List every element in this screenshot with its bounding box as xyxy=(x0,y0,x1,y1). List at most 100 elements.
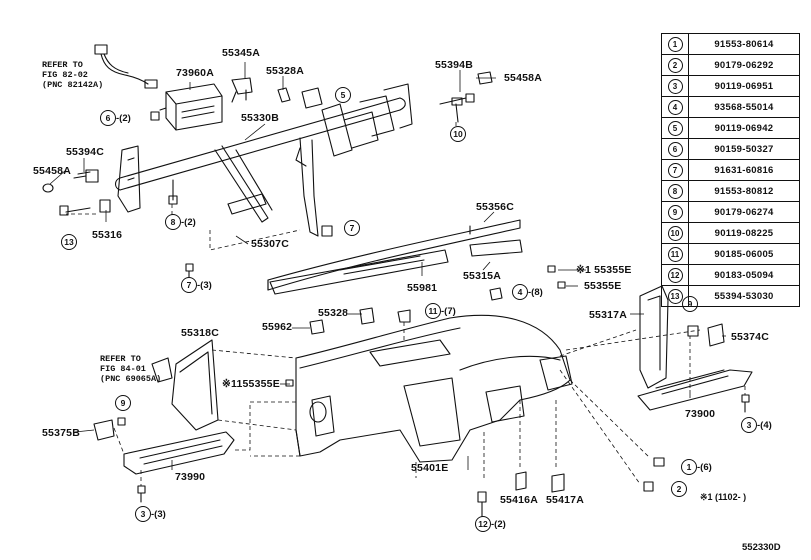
table-row[interactable]: 6 90159-50327 xyxy=(661,138,800,160)
part-label-55458A[interactable]: 55458A xyxy=(33,165,71,177)
index-cell: 13 xyxy=(661,285,689,307)
part-label-55401E[interactable]: 55401E xyxy=(411,462,449,474)
part-label-55328A[interactable]: 55328A xyxy=(266,65,304,77)
callout-12[interactable]: 12-(2) xyxy=(475,516,506,532)
index-circle: 6 xyxy=(667,141,683,157)
part-number-cell: 90159-50327 xyxy=(688,138,800,160)
part-label-55416A[interactable]: 55416A xyxy=(500,494,538,506)
part-label-55355E[interactable]: ※1155355E xyxy=(222,378,280,390)
index-circle: 9 xyxy=(667,204,683,220)
callout-qty: -(3) xyxy=(151,509,166,520)
reference-line: REFER TO xyxy=(100,354,141,364)
knee-airbag-73900 xyxy=(637,369,753,411)
reference-line: REFER TO xyxy=(42,60,83,70)
index-cell: 10 xyxy=(661,222,689,244)
index-circle: 1 xyxy=(667,36,683,52)
callout-qty: -(2) xyxy=(491,519,506,530)
footnote: ※1 (1102- ) xyxy=(700,492,747,502)
side-panel-55318C xyxy=(93,339,219,441)
part-label-55318C[interactable]: 55318C xyxy=(181,327,219,339)
table-row[interactable]: 5 90119-06942 xyxy=(661,117,800,139)
index-circle: 8 xyxy=(667,183,683,199)
part-label-55458A[interactable]: 55458A xyxy=(504,72,542,84)
part-label-55316[interactable]: 55316 xyxy=(92,229,123,241)
footnote-mark: ※1 xyxy=(222,378,237,390)
callout-circle: 13 xyxy=(61,234,77,250)
part-label-55962[interactable]: 55962 xyxy=(262,321,293,333)
part-label-55307C[interactable]: 55307C xyxy=(251,238,289,250)
part-label-73900[interactable]: 73900 xyxy=(685,408,716,420)
index-circle: 3 xyxy=(667,78,683,94)
part-label-55356C[interactable]: 55356C xyxy=(476,201,514,213)
callout-5[interactable]: 5 xyxy=(335,87,351,103)
table-row[interactable]: 3 90119-06951 xyxy=(661,75,800,97)
callout-10[interactable]: 10 xyxy=(450,126,466,142)
callout-3[interactable]: 3-(4) xyxy=(741,417,772,433)
fasteners xyxy=(42,71,750,517)
callout-7[interactable]: 7-(3) xyxy=(181,277,212,293)
callout-1[interactable]: 1-(6) xyxy=(681,459,712,475)
index-cell: 8 xyxy=(661,180,689,202)
part-label-55394B[interactable]: 55394B xyxy=(435,59,473,71)
callout-11[interactable]: 11-(7) xyxy=(425,303,456,319)
callout-7[interactable]: 7 xyxy=(344,220,360,236)
callout-qty: -(8) xyxy=(528,287,543,298)
callout-circle: 3 xyxy=(741,417,757,433)
part-label-55375B[interactable]: 55375B xyxy=(42,427,80,439)
callout-9[interactable]: 9 xyxy=(115,395,131,411)
index-cell: 4 xyxy=(661,96,689,118)
part-label-55315A[interactable]: 55315A xyxy=(463,270,501,282)
callout-qty: -(3) xyxy=(197,280,212,291)
part-number-cell: 90119-06942 xyxy=(688,117,800,139)
part-label-73960A[interactable]: 73960A xyxy=(176,67,214,79)
part-label-55374C[interactable]: 55374C xyxy=(731,331,769,343)
part-label-55394C[interactable]: 55394C xyxy=(66,146,104,158)
callout-circle: 2 xyxy=(671,481,687,497)
index-circle: 12 xyxy=(667,267,683,283)
part-label-55981[interactable]: 55981 xyxy=(407,282,438,294)
reference-line: (PNC 69065A) xyxy=(100,374,162,384)
callout-3[interactable]: 3-(3) xyxy=(135,506,166,522)
index-circle: 5 xyxy=(667,120,683,136)
part-label-55317A[interactable]: 55317A xyxy=(589,309,627,321)
instrument-panel-reinforcement xyxy=(114,83,413,237)
part-label-55417A[interactable]: 55417A xyxy=(546,494,584,506)
passenger-airbag-module xyxy=(159,83,223,131)
callout-6[interactable]: 6-(2) xyxy=(100,110,131,126)
callout-4[interactable]: 4-(8) xyxy=(512,284,543,300)
index-circle: 2 xyxy=(667,57,683,73)
part-label-55328[interactable]: 55328 xyxy=(318,307,349,319)
part-number-cell: 55394-53030 xyxy=(688,285,800,307)
part-number-cell: 90185-06005 xyxy=(688,243,800,265)
reference-line: (PNC 82142A) xyxy=(42,80,104,90)
part-label-55345A[interactable]: 55345A xyxy=(222,47,260,59)
callout-2[interactable]: 2 xyxy=(671,481,687,497)
part-label-55355E[interactable]: 55355E xyxy=(584,280,622,292)
callout-8[interactable]: 8-(2) xyxy=(165,214,196,230)
footnote-mark: ※1 xyxy=(576,264,592,276)
index-cell: 3 xyxy=(661,75,689,97)
instrument-panel-main xyxy=(295,314,573,463)
part-label-73990[interactable]: 73990 xyxy=(175,471,206,483)
part-number-cell: 90119-06951 xyxy=(688,75,800,97)
callout-qty: -(7) xyxy=(441,306,456,317)
index-cell: 7 xyxy=(661,159,689,181)
callout-circle: 6 xyxy=(100,110,116,126)
part-label-55330B[interactable]: 55330B xyxy=(241,112,279,124)
index-cell: 2 xyxy=(661,54,689,76)
callout-13[interactable]: 13 xyxy=(61,234,77,250)
callout-circle: 1 xyxy=(681,459,697,475)
callout-circle: 7 xyxy=(344,220,360,236)
part-label-55355E[interactable]: ※1 55355E xyxy=(576,264,632,276)
